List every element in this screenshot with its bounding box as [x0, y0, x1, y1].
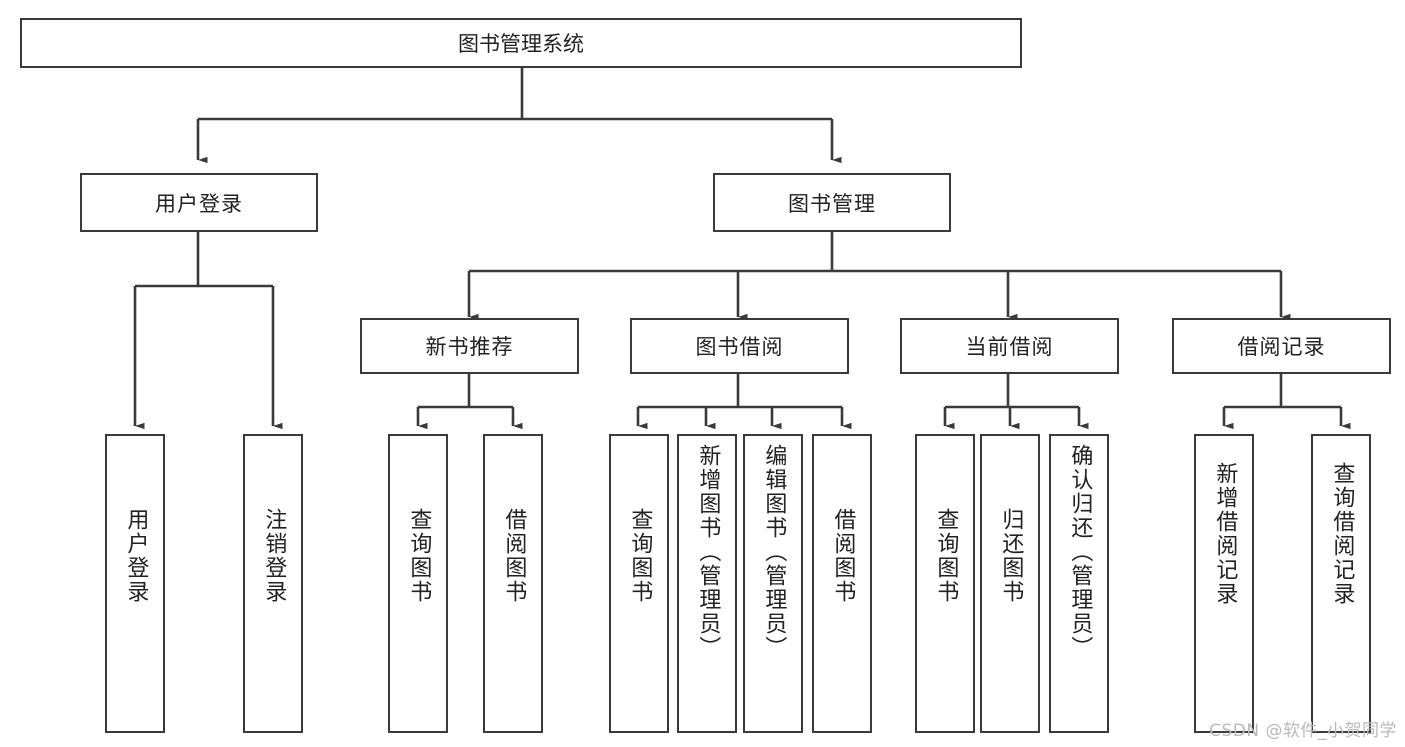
- node-borrow-record-label: 借阅记录: [1237, 335, 1326, 359]
- leaf-query-borrow-record-label: 查询借阅记录: [1329, 462, 1355, 606]
- node-root-label: 图书管理系统: [458, 32, 584, 56]
- leaf-add-borrow-record-label: 新增借阅记录: [1212, 462, 1238, 606]
- leaf-query-book-current[interactable]: 查询图书: [915, 434, 975, 733]
- leaf-return-book[interactable]: 归还图书: [980, 434, 1040, 733]
- leaf-borrow-book-recommend-label: 借阅图书: [501, 508, 527, 604]
- leaf-query-book-recommend-label: 查询图书: [406, 508, 432, 604]
- leaf-logout[interactable]: 注销登录: [243, 434, 303, 733]
- leaf-query-borrow-record[interactable]: 查询借阅记录: [1311, 434, 1371, 733]
- node-new-book-recommend-label: 新书推荐: [425, 335, 514, 359]
- leaf-query-book-borrow[interactable]: 查询图书: [609, 434, 669, 733]
- leaf-add-borrow-record[interactable]: 新增借阅记录: [1194, 434, 1254, 733]
- leaf-borrow-book[interactable]: 借阅图书: [812, 434, 872, 733]
- leaf-confirm-return-admin-label: 确认归还（管理员）: [1067, 444, 1093, 660]
- leaf-user-login-label: 用户登录: [123, 508, 149, 604]
- leaf-add-book-admin[interactable]: 新增图书（管理员）: [677, 434, 737, 733]
- node-book-borrow[interactable]: 图书借阅: [630, 318, 849, 374]
- node-current-borrow[interactable]: 当前借阅: [900, 318, 1119, 374]
- node-book-borrow-label: 图书借阅: [695, 335, 784, 359]
- node-root[interactable]: 图书管理系统: [20, 18, 1022, 68]
- leaf-add-book-admin-label: 新增图书（管理员）: [695, 444, 721, 660]
- leaf-borrow-book-label: 借阅图书: [830, 508, 856, 604]
- leaf-edit-book-admin[interactable]: 编辑图书（管理员）: [743, 434, 803, 733]
- watermark: CSDN @软件_小贺同学: [1209, 721, 1397, 741]
- leaf-user-login[interactable]: 用户登录: [105, 434, 165, 733]
- node-user-login[interactable]: 用户登录: [80, 173, 318, 232]
- leaf-confirm-return-admin[interactable]: 确认归还（管理员）: [1049, 434, 1109, 733]
- node-book-management[interactable]: 图书管理: [713, 173, 951, 232]
- node-borrow-record[interactable]: 借阅记录: [1172, 318, 1391, 374]
- node-book-management-label: 图书管理: [788, 191, 876, 216]
- leaf-query-book-current-label: 查询图书: [933, 508, 959, 604]
- node-user-login-label: 用户登录: [155, 191, 243, 216]
- node-new-book-recommend[interactable]: 新书推荐: [360, 318, 579, 374]
- leaf-logout-label: 注销登录: [261, 508, 287, 604]
- node-current-borrow-label: 当前借阅: [965, 335, 1054, 359]
- leaf-query-book-borrow-label: 查询图书: [627, 508, 653, 604]
- leaf-query-book-recommend[interactable]: 查询图书: [388, 434, 448, 733]
- leaf-borrow-book-recommend[interactable]: 借阅图书: [483, 434, 543, 733]
- leaf-return-book-label: 归还图书: [998, 508, 1024, 604]
- leaf-edit-book-admin-label: 编辑图书（管理员）: [761, 444, 787, 660]
